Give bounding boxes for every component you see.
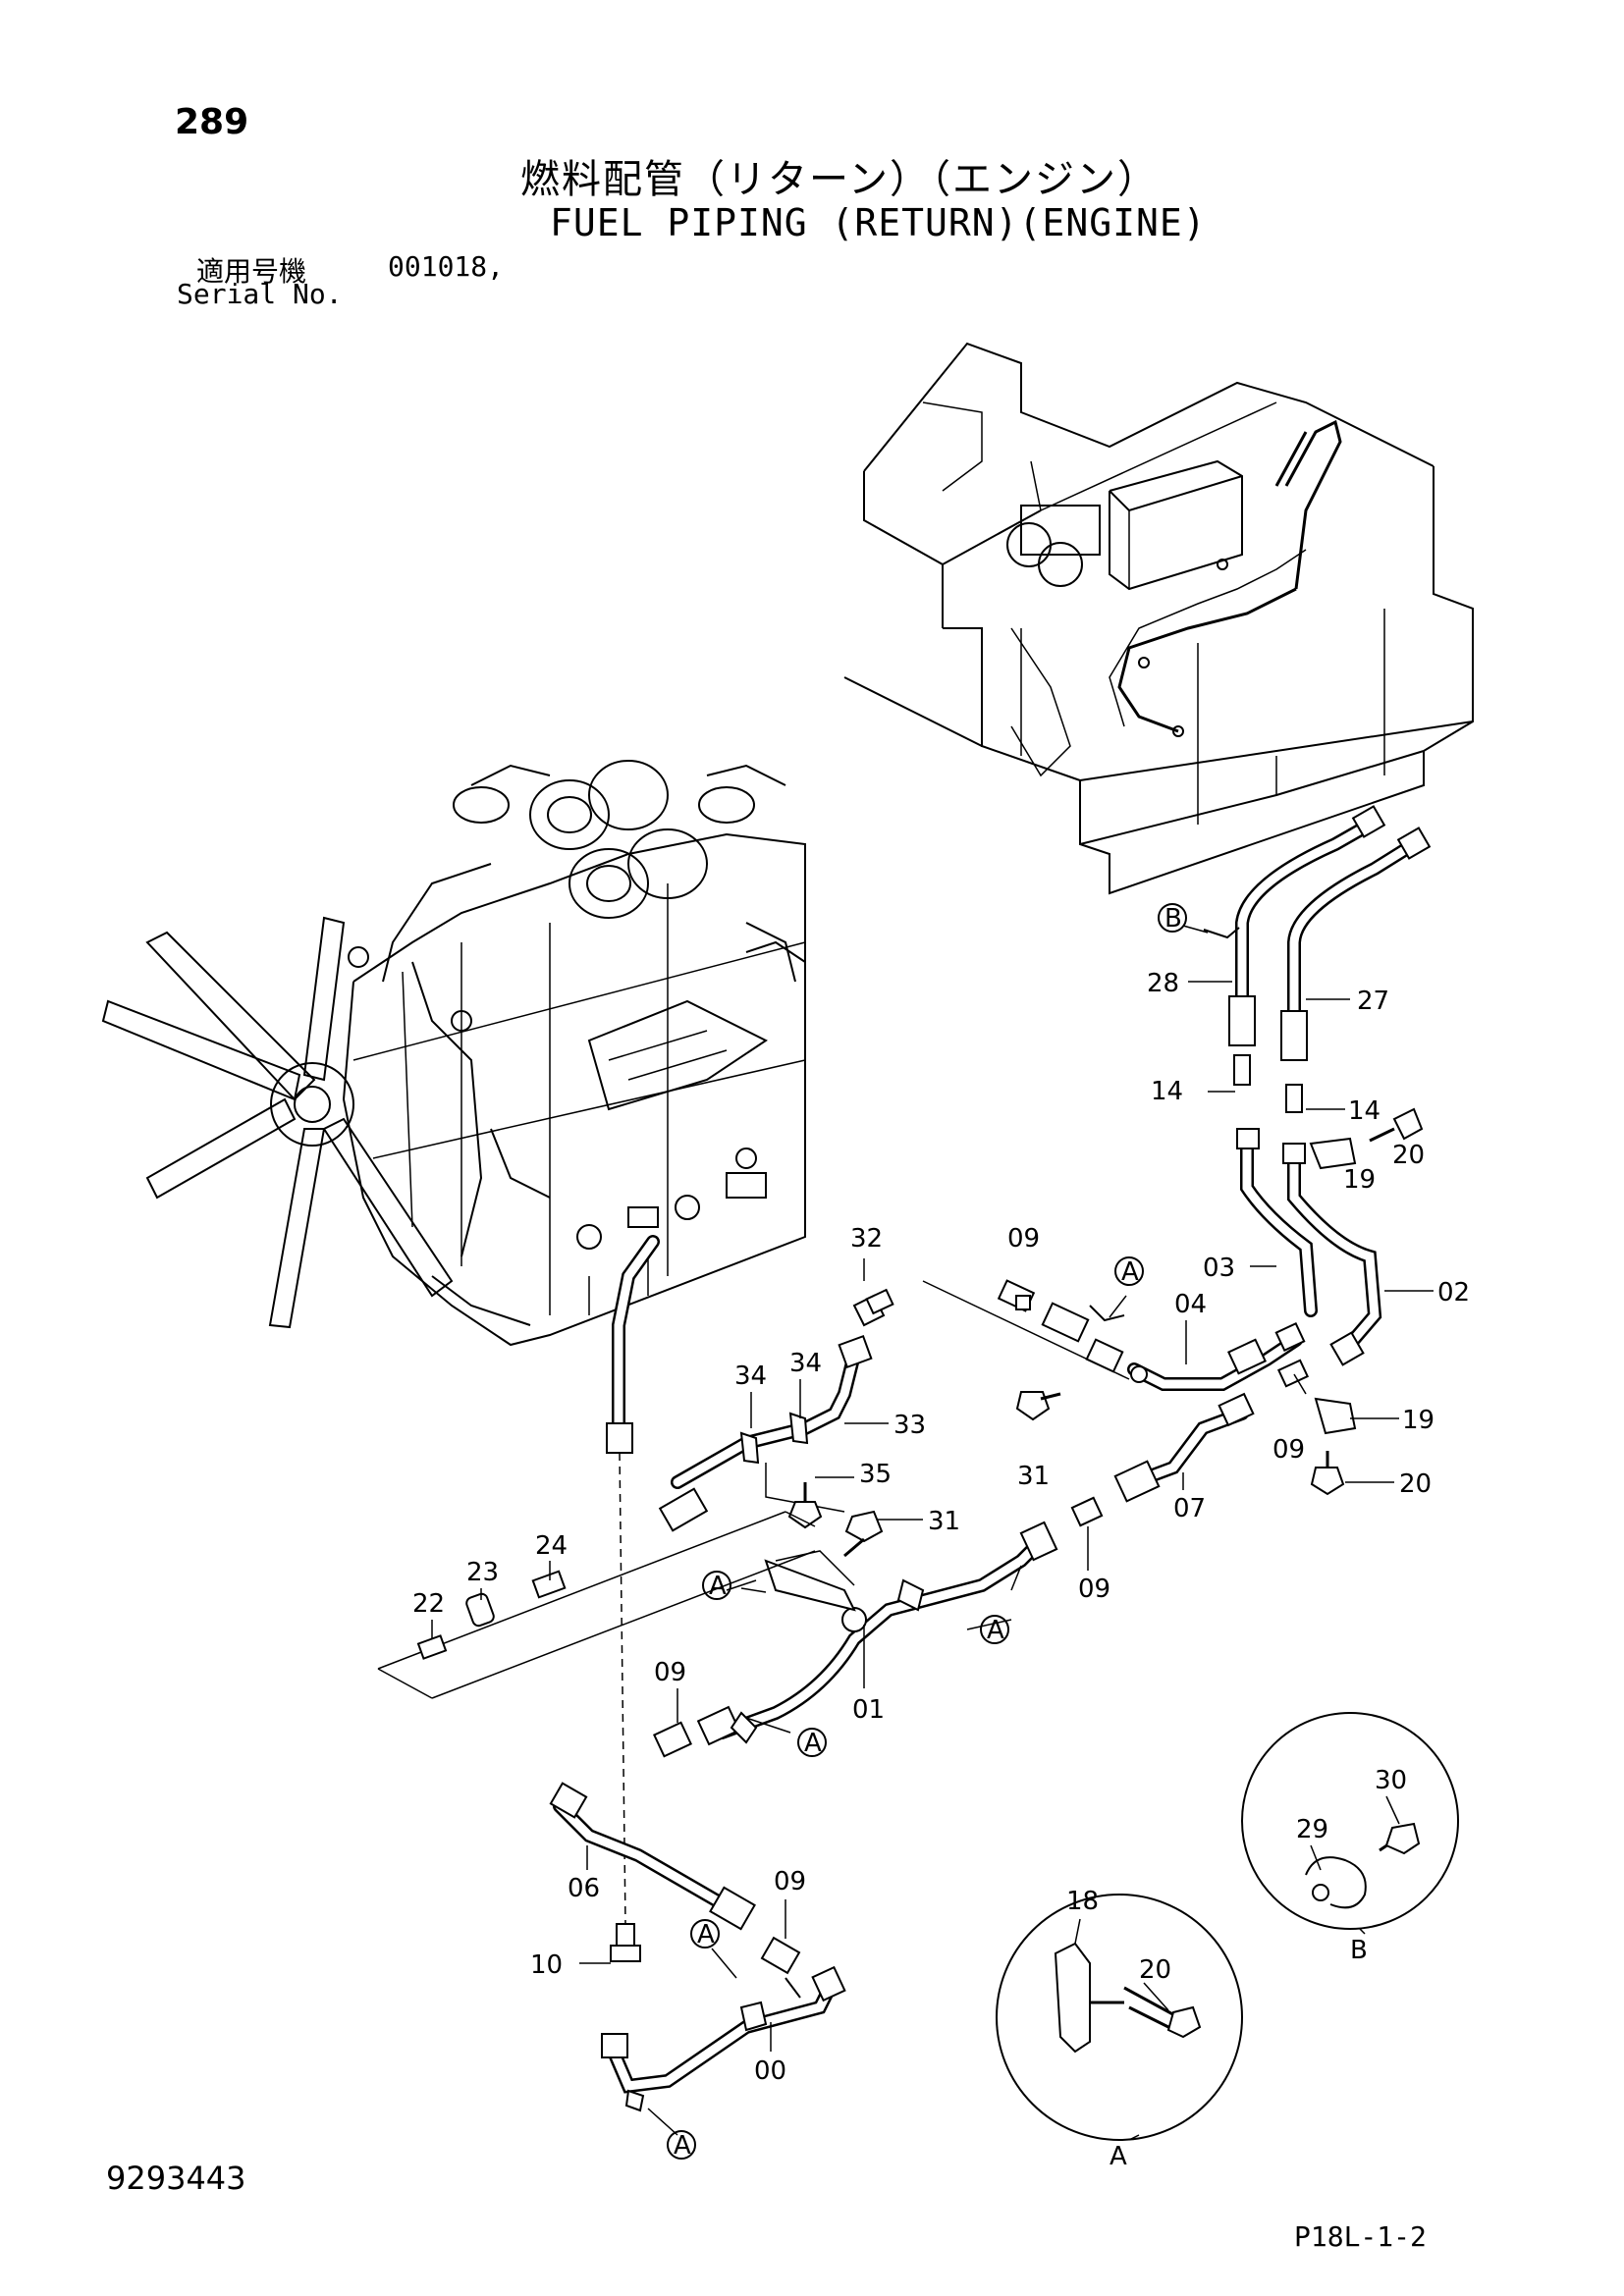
callout-09: 09 — [1272, 1435, 1305, 1465]
callout-09: 09 — [1007, 1224, 1040, 1254]
return-pipe-04 — [1041, 1302, 1306, 1391]
callout-20: 20 — [1139, 1955, 1171, 1985]
callout-32: 32 — [850, 1224, 883, 1254]
callout-20: 20 — [1399, 1469, 1432, 1499]
detail-b-label: B — [1350, 1936, 1368, 1965]
callout-04: 04 — [1174, 1290, 1207, 1319]
callout-28: 28 — [1147, 969, 1179, 998]
fittings-22-23-24 — [377, 1511, 816, 1699]
callout-02: 02 — [1437, 1278, 1470, 1308]
callout-00: 00 — [754, 2056, 786, 2086]
callout-09: 09 — [774, 1867, 806, 1896]
return-pipe-01 — [696, 1521, 1058, 1746]
title-japanese: 燃料配管（リターン）（エンジン） — [520, 157, 1159, 202]
engine-assembly — [101, 760, 806, 1347]
callout-14: 14 — [1348, 1096, 1380, 1126]
marker-a: A — [697, 1920, 715, 1949]
return-pipe-00 — [601, 1965, 846, 2112]
callout-09: 09 — [1078, 1575, 1110, 1604]
callout-23: 23 — [466, 1558, 499, 1587]
return-pipes-upper — [1203, 805, 1432, 1113]
marker-a: A — [987, 1616, 1004, 1645]
callout-35: 35 — [859, 1460, 892, 1489]
callout-34: 34 — [734, 1362, 767, 1391]
page-code: P18L-1-2 — [1294, 2220, 1427, 2253]
callout-10: 10 — [530, 1950, 563, 1980]
callout-34: 34 — [789, 1349, 822, 1378]
cooling-fan — [101, 916, 454, 1329]
marker-a: A — [804, 1729, 822, 1758]
marker-a: A — [1121, 1257, 1139, 1287]
marker-b: B — [1164, 904, 1182, 934]
callout-06: 06 — [568, 1874, 600, 1903]
callout-31: 31 — [928, 1507, 960, 1536]
machine-upper-structure — [843, 342, 1474, 895]
detail-view-a — [996, 1894, 1243, 2141]
callout-20: 20 — [1392, 1141, 1425, 1170]
callout-03: 03 — [1203, 1254, 1235, 1283]
return-pipe-vertical — [606, 1235, 660, 1962]
serial-label-english: Serial No. — [177, 278, 343, 310]
serial-value: 001018, — [388, 250, 505, 283]
return-pipe-06 — [549, 1721, 801, 1975]
fittings-upper — [852, 1279, 1357, 1496]
callout-09: 09 — [654, 1658, 686, 1687]
detail-view-b — [1241, 1712, 1459, 1930]
part-callouts: 28 27 14 14 20 19 03 02 32 09 04 34 34 3… — [412, 969, 1470, 2086]
callout-24: 24 — [535, 1531, 568, 1561]
callout-19: 19 — [1402, 1406, 1435, 1435]
callout-29: 29 — [1296, 1815, 1328, 1844]
detail-a-label: A — [1110, 2142, 1127, 2171]
callout-22: 22 — [412, 1589, 445, 1619]
callout-19: 19 — [1343, 1165, 1376, 1195]
callout-31: 31 — [1017, 1462, 1050, 1491]
callout-27: 27 — [1357, 987, 1389, 1016]
callout-01: 01 — [852, 1695, 885, 1725]
document-id: 9293443 — [106, 2160, 246, 2197]
reference-markers: B A A A A A A A B — [667, 903, 1368, 2171]
callout-14: 14 — [1151, 1077, 1183, 1106]
marker-a: A — [709, 1572, 727, 1601]
title-english: FUEL PIPING (RETURN)(ENGINE) — [550, 201, 1207, 244]
callout-18: 18 — [1066, 1887, 1099, 1916]
marker-a: A — [674, 2131, 691, 2161]
leader-lines — [431, 925, 1434, 2141]
callout-07: 07 — [1173, 1494, 1206, 1523]
page-number: 289 — [175, 102, 249, 142]
serial-label-japanese: 適用号機 — [196, 255, 307, 288]
callout-33: 33 — [893, 1411, 926, 1440]
return-pipes-03-02 — [1236, 1107, 1424, 1366]
return-pipe-07 — [843, 1392, 1255, 1558]
callout-30: 30 — [1375, 1766, 1407, 1795]
